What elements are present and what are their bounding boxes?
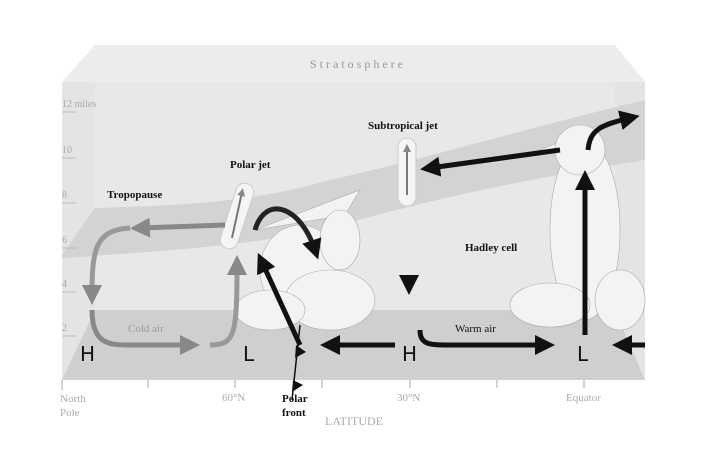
polar-cell-descent (82, 225, 131, 305)
tropopause-arrow (130, 217, 226, 238)
tropopause-label: Tropopause (107, 189, 163, 201)
latitude-axis-title: LATITUDE (325, 414, 383, 428)
x-axis-ticks (61, 380, 585, 390)
hadley-cell-label: Hadley cell (465, 242, 518, 254)
low-pressure-equator: L (577, 342, 589, 366)
upper-equator-arrow (585, 110, 640, 151)
warm-air-arrow (417, 329, 555, 355)
high-pressure-30n: H (402, 342, 418, 366)
cold-air-label: Cold air (128, 323, 164, 335)
y-label-12: 12 miles (62, 99, 97, 110)
y-axis-ticks (62, 111, 76, 337)
front-rise (257, 252, 303, 347)
high-pressure-pole: H (80, 342, 96, 366)
y-label-2: 2 (62, 323, 67, 334)
y-label-6: 6 (62, 235, 67, 246)
polar-front-label: Polar front (282, 393, 308, 419)
box-top (62, 45, 645, 82)
lat-30n-label: 30°N (397, 392, 421, 404)
cold-air-arrow (89, 309, 200, 355)
y-label-4: 4 (62, 279, 67, 290)
warm-air-label: Warm air (455, 323, 496, 335)
tropopause-band (62, 100, 645, 258)
polar-jet-arrow (231, 188, 246, 239)
subtropical-jet-label: Subtropical jet (368, 120, 438, 132)
y-label-8: 8 (62, 190, 67, 201)
stratosphere-label: Stratosphere (310, 57, 406, 71)
low-pressure-60n: L (243, 342, 255, 366)
north-pole-label: North Pole (60, 393, 86, 419)
polar-rise (209, 255, 247, 348)
polar-jet-descent (252, 206, 322, 260)
upper-hadley-arrow (420, 147, 561, 177)
y-label-10: 10 (62, 145, 72, 156)
polar-jet-label: Polar jet (230, 159, 271, 171)
equator-label: Equator (566, 392, 601, 404)
lat-60n-label: 60°N (222, 392, 246, 404)
